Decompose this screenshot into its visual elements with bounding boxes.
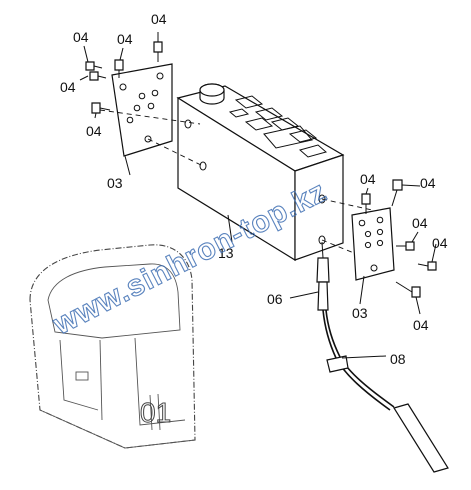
label-04-d: 04 [60,79,76,95]
operator-cab: 01 [29,244,196,449]
label-04-a: 04 [151,11,167,27]
bolt-icon [361,193,371,214]
wire-harness [316,241,449,473]
leader-lines [79,32,437,359]
label-04-f: 04 [360,171,376,187]
bolt-icon [153,41,163,62]
label-04-i: 04 [432,235,448,251]
label-04-j: 04 [413,317,429,333]
label-04-h: 04 [412,215,428,231]
cab-marking: 01 [140,397,171,428]
controller-unit [176,83,345,262]
left-bracket [111,63,173,157]
label-04-b: 04 [117,31,133,47]
label-04-g: 04 [420,175,436,191]
label-03-left: 03 [107,175,123,191]
label-06: 06 [267,291,283,307]
bolt-icon [391,179,403,207]
bolt-icon [395,281,421,298]
label-13: 13 [218,245,234,261]
right-bracket [351,207,395,281]
bolt-icon [89,71,107,81]
watermark-text: www.sinhron-top.kz [47,175,332,342]
label-08: 08 [390,351,406,367]
label-04-c: 04 [73,29,89,45]
alignment-line-left [99,109,201,125]
alignment-line-left-lower [147,138,204,167]
bolt-icon [396,241,415,251]
bolt-icon [85,61,103,71]
bolt-icon [91,102,111,114]
label-04-e: 04 [86,123,102,139]
label-03-right: 03 [352,305,368,321]
bolt-icon [417,261,437,271]
